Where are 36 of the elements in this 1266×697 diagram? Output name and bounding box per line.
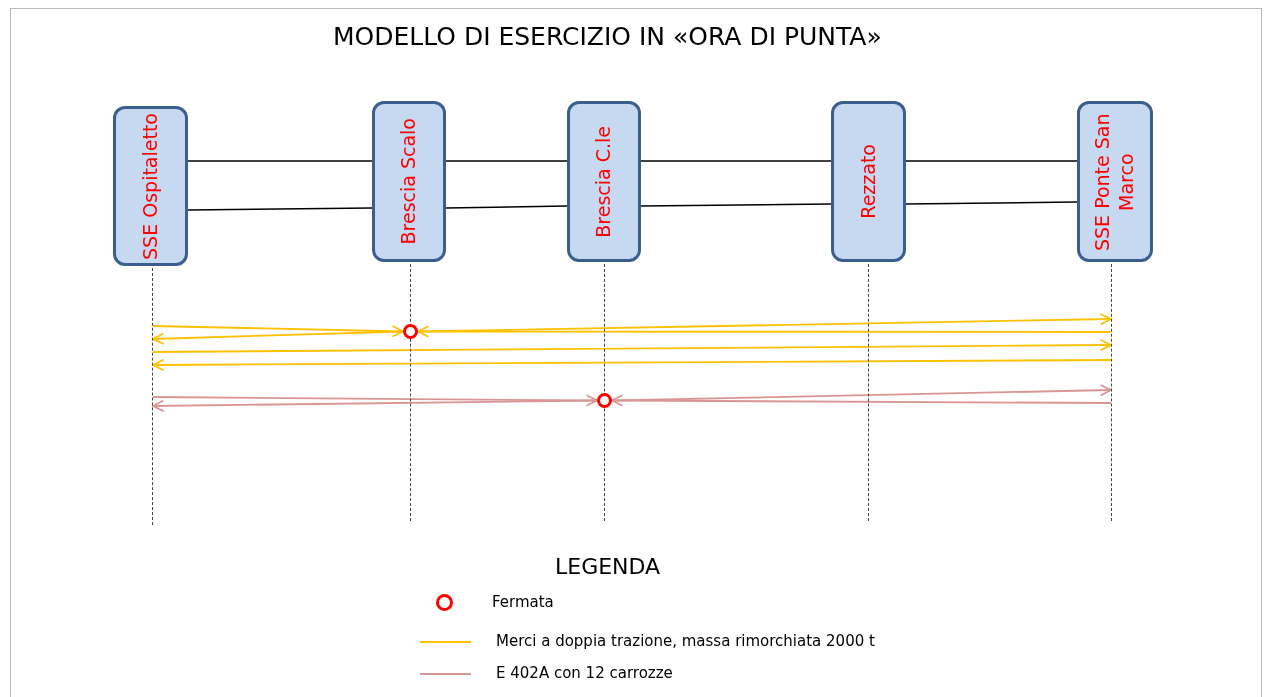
track-line bbox=[445, 160, 568, 162]
station-box bbox=[831, 101, 906, 262]
train-arrow bbox=[611, 394, 1112, 407]
station-box bbox=[1077, 101, 1153, 262]
station-box bbox=[567, 101, 641, 262]
track-line bbox=[905, 160, 1078, 162]
station-name: Brescia Scalo bbox=[397, 118, 421, 245]
station-name: Brescia C.le bbox=[592, 125, 616, 238]
train-arrow bbox=[417, 325, 1112, 338]
station-name: Rezzato bbox=[856, 144, 880, 219]
train-arrow bbox=[152, 394, 598, 407]
station-name: SSE Ponte San Marco bbox=[1091, 111, 1138, 253]
station-box bbox=[372, 101, 446, 262]
train-arrow bbox=[152, 330, 404, 345]
track-line bbox=[640, 160, 832, 162]
train-arrow bbox=[152, 358, 1112, 372]
track-line bbox=[445, 205, 568, 209]
legend-label: E 402A con 12 carrozze bbox=[496, 664, 673, 682]
track-line bbox=[187, 160, 373, 162]
station-box bbox=[113, 106, 188, 266]
station-name: SSE Ospitaletto bbox=[138, 112, 162, 260]
stop-marker bbox=[597, 393, 612, 408]
train-arrow bbox=[152, 339, 1112, 353]
stop-marker bbox=[403, 324, 418, 339]
track-line bbox=[187, 207, 373, 211]
timeline-line bbox=[152, 268, 153, 525]
train-arrow bbox=[152, 399, 598, 412]
diagram-title: MODELLO DI ESERCIZIO IN «ORA DI PUNTA» bbox=[333, 22, 882, 51]
legend-label: Merci a doppia trazione, massa rimorchiata 2000 t bbox=[496, 632, 875, 650]
legend-heading: LEGENDA bbox=[555, 554, 661, 579]
track-line bbox=[905, 201, 1078, 205]
timeline-line bbox=[1111, 264, 1112, 521]
train-arrow bbox=[152, 325, 404, 338]
legend-label: Fermata bbox=[492, 593, 554, 611]
track-line bbox=[640, 203, 832, 207]
timeline-line bbox=[868, 264, 869, 521]
